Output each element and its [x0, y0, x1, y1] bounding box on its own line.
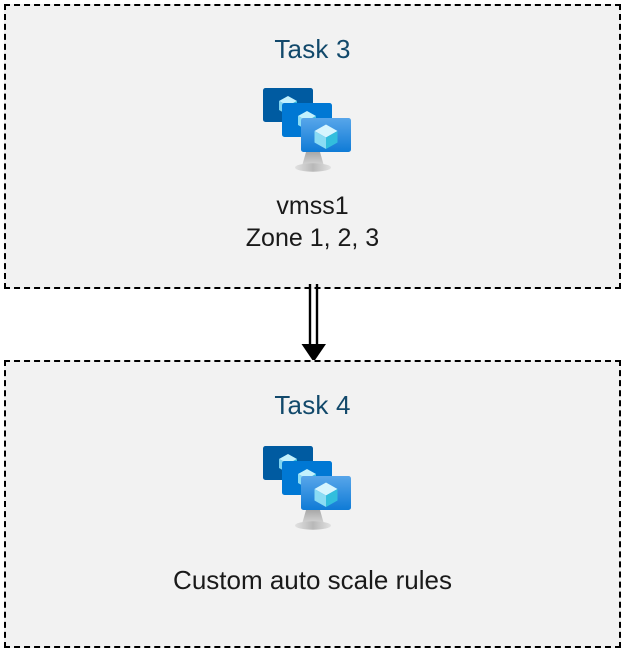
- connector-arrow-task3-to-task4: [296, 284, 332, 364]
- vmss-stacked-monitors-icon: [257, 82, 369, 178]
- task-3-caption: vmss1 Zone 1, 2, 3: [245, 192, 380, 252]
- task-4-title: Task 4: [274, 390, 351, 420]
- task-4-caption: Custom auto scale rules: [173, 565, 452, 595]
- task-box-task-4[interactable]: Task 4: [4, 360, 621, 648]
- vmss-stacked-monitors-icon: [257, 440, 369, 536]
- task-3-title: Task 3: [274, 34, 351, 64]
- task-box-task-3[interactable]: Task 3: [4, 4, 621, 289]
